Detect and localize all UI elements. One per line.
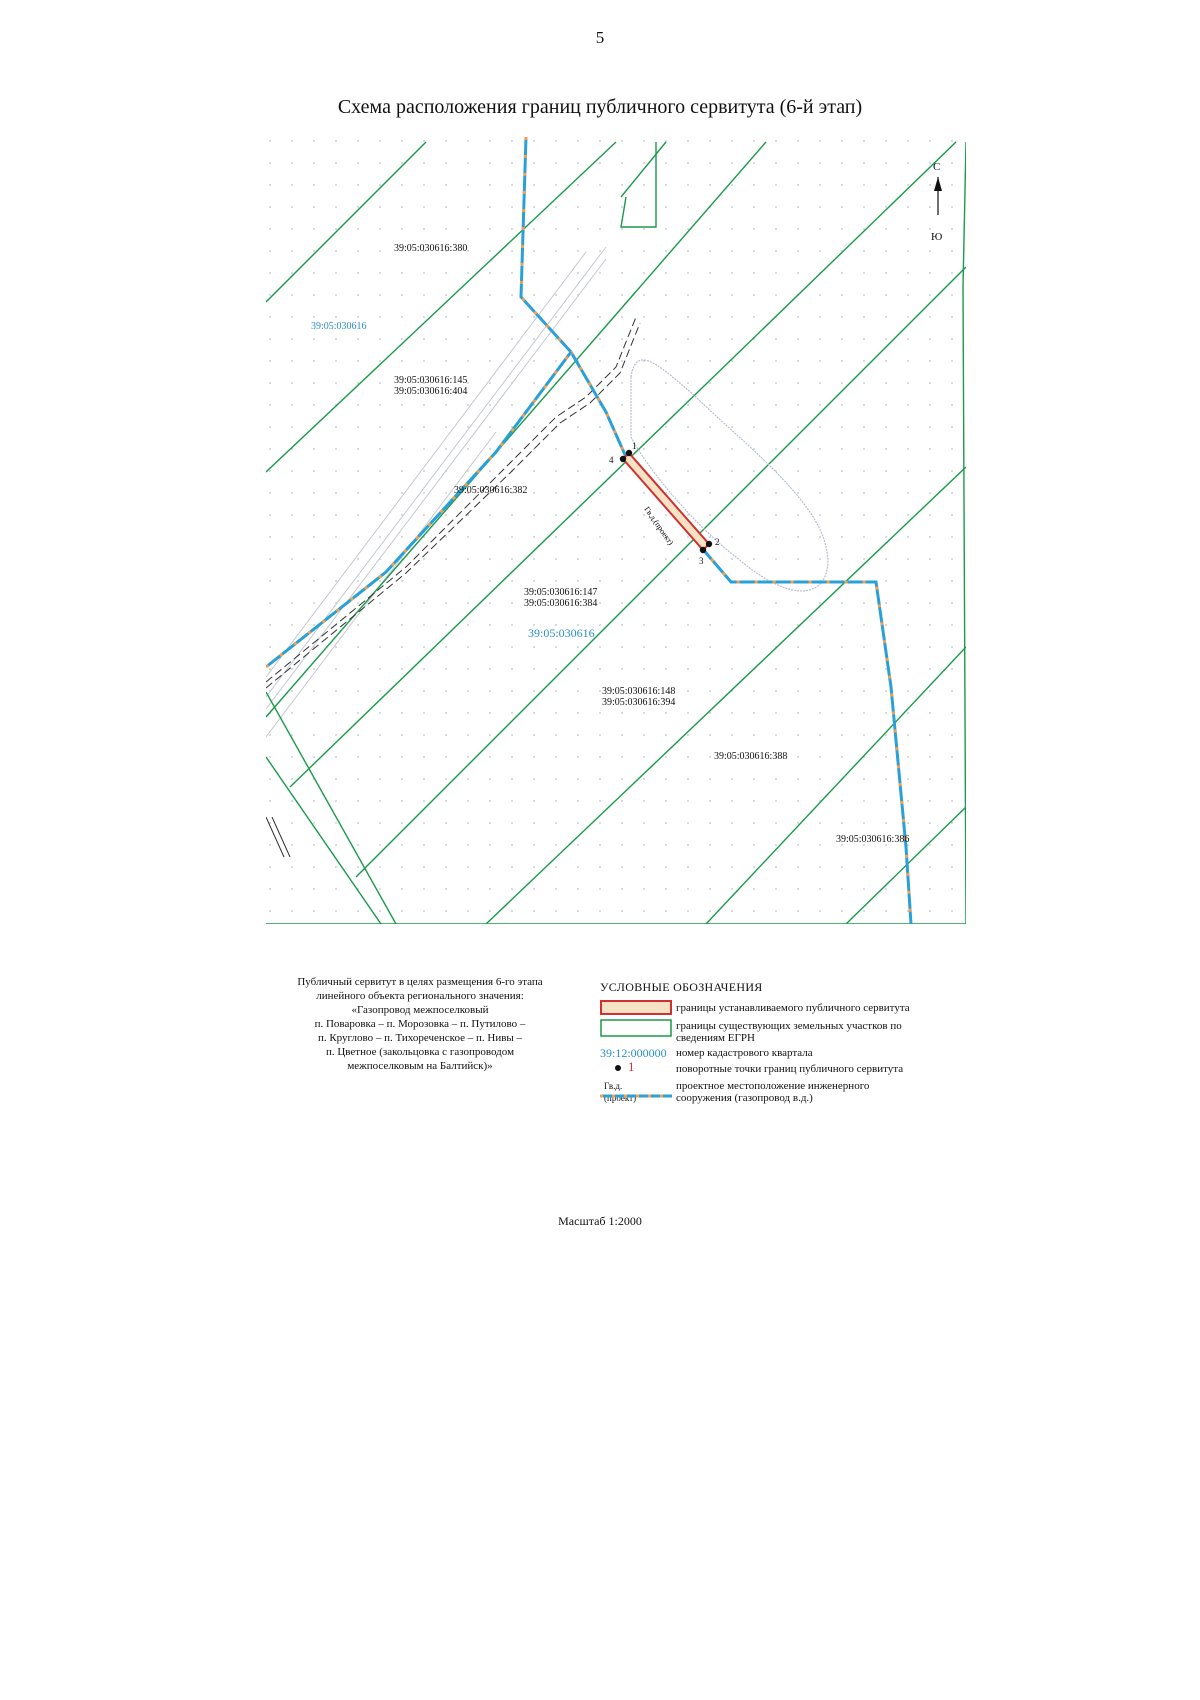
turning-point-label: 1	[632, 441, 637, 451]
legend-symbol-point: 1	[628, 1059, 635, 1074]
legend-point-dot	[615, 1065, 621, 1071]
parcel-label: 39:05:030616:404	[394, 386, 468, 397]
parcel-label: 39:05:030616:148	[602, 686, 676, 697]
legend-symbol-pipe: Гв.д.(проект)	[604, 1081, 637, 1103]
page-number: 5	[595, 28, 605, 47]
legend-text: поворотные точки границ публичного серви…	[676, 1063, 904, 1075]
description-line: «Газопровод межпоселковый	[351, 1004, 489, 1016]
servitude-description: Публичный сервитут в целях размещения 6-…	[270, 975, 570, 1073]
legend-text: границы существующих земельных участков …	[676, 1020, 902, 1044]
description-line: межпоселковым на Балтийск)»	[347, 1060, 493, 1072]
parcel-label: 39:05:030616:382	[454, 485, 528, 496]
map-scale: Масштаб 1:2000	[558, 1214, 642, 1228]
quarter-label: 39:05:030616	[528, 626, 595, 640]
parcel-label: 39:05:030616:384	[524, 598, 598, 609]
turning-point-label: 3	[699, 556, 704, 566]
compass-north: С	[933, 161, 941, 173]
quarter-label: 39:05:030616	[311, 321, 367, 332]
map-drawing: 4 1 2 3 Гв.д.(проект)	[265, 136, 967, 925]
legend-text: границы устанавливаемого публичного серв…	[676, 1002, 910, 1014]
pond-outline	[630, 359, 829, 592]
description-line: п. Круглово – п. Тихореченское – п. Нивы…	[317, 1032, 523, 1044]
legend-text: проектное местоположение инженерного соо…	[676, 1080, 870, 1104]
description-line: п. Поваровка – п. Морозовка – п. Путилов…	[314, 1018, 526, 1030]
north-arrow	[934, 177, 942, 215]
turning-points	[619, 449, 713, 554]
parcel-label: 39:05:030616:386	[836, 834, 910, 845]
description-line: п. Цветное (закольцовка с газопроводом	[325, 1046, 515, 1058]
turning-point-marker	[625, 449, 633, 457]
map-background	[266, 137, 966, 924]
legend-symbol-quarter: 39:12:000000	[600, 1046, 667, 1060]
legend-item-quarter: 39:12:000000 номер кадастрового квартала	[600, 1046, 813, 1060]
parcel-label: 39:05:030616:388	[714, 751, 788, 762]
page-title: Схема расположения границ публичного сер…	[337, 96, 863, 118]
cadastral-map: 4 1 2 3 Гв.д.(проект) С Ю 39:05:030616:3…	[265, 136, 967, 925]
parcel-label: 39:05:030616:147	[524, 587, 598, 598]
description-line: линейного объекта регионального значения…	[316, 990, 524, 1002]
legend-title: УСЛОВНЫЕ ОБОЗНАЧЕНИЯ	[600, 980, 763, 994]
parcel-label: 39:05:030616:394	[602, 697, 676, 708]
legend-text: номер кадастрового квартала	[676, 1047, 813, 1059]
turning-point-label: 4	[609, 455, 614, 465]
turning-point-label: 2	[715, 537, 720, 547]
turning-point-marker	[699, 546, 707, 554]
turning-point-marker	[705, 540, 713, 548]
description-line: Публичный сервитут в целях размещения 6-…	[297, 976, 543, 988]
parcel-label: 39:05:030616:380	[394, 243, 468, 254]
parcel-label: 39:05:030616:145	[394, 375, 468, 386]
compass-south: Ю	[931, 231, 943, 243]
turning-point-marker	[619, 455, 627, 463]
road-lines	[265, 316, 641, 858]
